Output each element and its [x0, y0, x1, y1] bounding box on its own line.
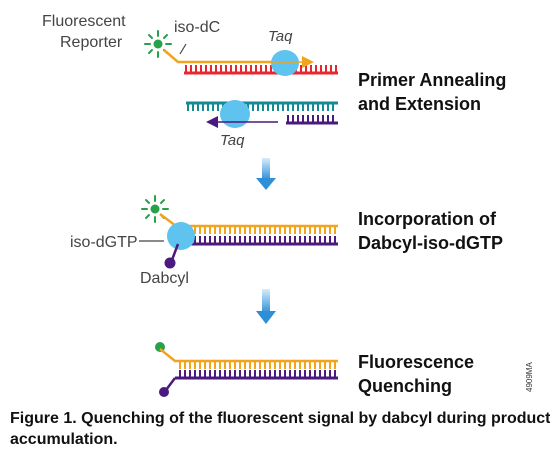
taq-label-top: Taq: [268, 28, 293, 45]
template-ticks-red: [185, 65, 337, 73]
down-arrow-1-icon: [256, 158, 276, 190]
iso-dc-pointer: [179, 43, 187, 55]
step-2-title-line2: Dabcyl-iso-dGTP: [358, 233, 503, 253]
iso-dgtp-label: iso-dGTP: [70, 234, 138, 251]
dabcyl-linker: [170, 243, 180, 261]
figure-caption-line1: Figure 1. Quenching of the fluorescent s…: [10, 410, 550, 427]
dabcyl-quencher-icon-3: [159, 387, 169, 397]
step-3-quenching: Fluorescence Quenching: [155, 342, 474, 397]
figure-code: 4909MA: [525, 362, 534, 392]
dabcyl-quencher-icon: [164, 257, 176, 269]
primer-ticks-purple: [287, 115, 334, 123]
down-arrow-2-icon: [256, 289, 276, 324]
reporter-ticks-orange: [189, 226, 336, 234]
fluorescent-reporter-label-line1: Fluorescent: [42, 13, 126, 30]
taq-polymerase-top: [271, 50, 299, 76]
step-1-title-line1: Primer Annealing: [358, 70, 506, 90]
taq-polymerase-step2: [167, 222, 195, 250]
step-3-title-line1: Fluorescence: [358, 352, 474, 372]
step-3-title-line2: Quenching: [358, 376, 452, 396]
reporter-strand-orange-3: [159, 348, 338, 363]
figure-caption-line2: accumulation.: [10, 431, 118, 448]
step-2-title-line1: Incorporation of: [358, 209, 497, 229]
step-2-incorporation: iso-dGTP Dabcyl Incorporation of Dabcyl-…: [70, 195, 503, 287]
dabcyl-label: Dabcyl: [140, 270, 189, 287]
taq-label-bottom: Taq: [220, 132, 245, 149]
step-1-title-line2: and Extension: [358, 94, 481, 114]
reporter-ticks-orange-3: [179, 361, 336, 369]
iso-dc-label: iso-dC: [174, 19, 220, 36]
product-ticks-purple-3: [179, 370, 336, 378]
step-1-primer-annealing: Fluorescent Reporter iso-dC Taq: [42, 13, 506, 149]
fluorescent-reporter-label-line2: Reporter: [60, 34, 123, 51]
dabcyl-linker-3: [165, 377, 176, 391]
product-ticks-purple: [189, 236, 336, 244]
taq-polymerase-bottom: [220, 100, 250, 128]
